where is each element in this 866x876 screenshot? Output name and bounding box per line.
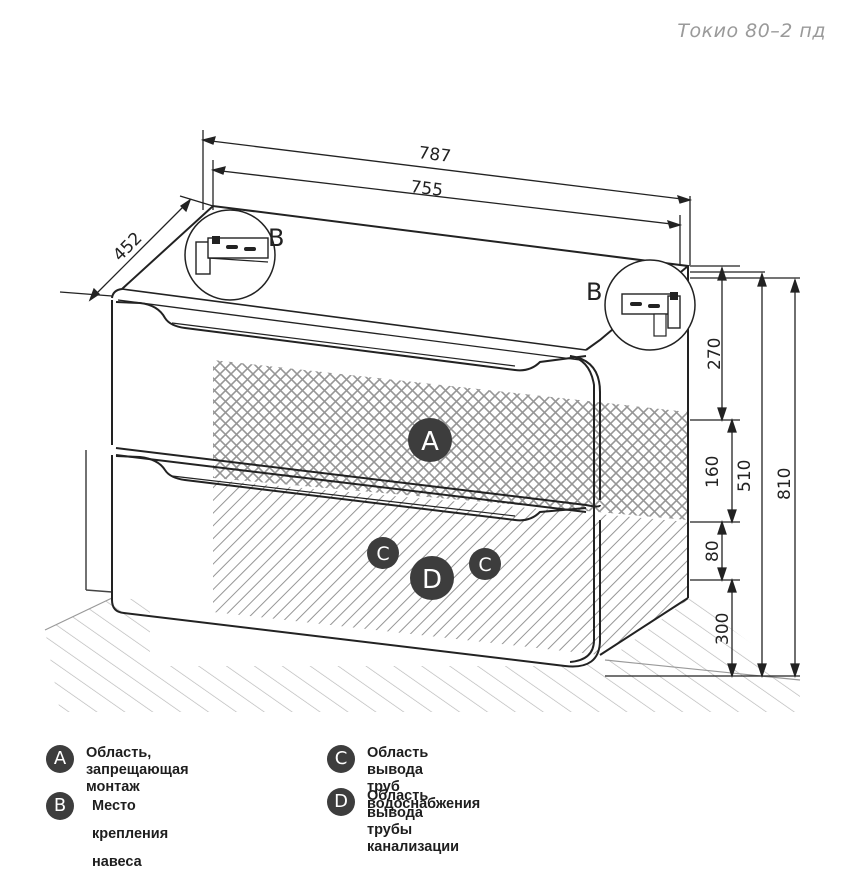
legend-item-d: D Область вывода трубы канализации <box>327 788 459 856</box>
cabinet-body <box>111 204 691 668</box>
model-name: Токио 80–2 пд <box>677 20 826 42</box>
legend-badge-c: C <box>327 745 355 773</box>
legend-badge-a: A <box>46 745 74 773</box>
zone-badge-a: A <box>408 418 452 462</box>
legend-item-a: A Область, запрещающая монтаж <box>46 745 189 796</box>
zone-badge-c-right: C <box>469 548 501 580</box>
legend-item-c: C Область вывода труб водоснабжения <box>327 745 480 813</box>
mark-b-left: B <box>268 224 284 252</box>
legend-text-a: Область, запрещающая монтаж <box>86 745 189 795</box>
svg-text:D: D <box>422 565 442 595</box>
dim-depth: 452 <box>109 228 146 265</box>
legend-item-b: B Место крепления навеса <box>46 792 168 876</box>
dim-middle-zone: 160 <box>703 456 723 488</box>
dimension-lines-top <box>59 130 693 302</box>
svg-text:C: C <box>376 543 389 565</box>
svg-text:C: C <box>478 554 491 576</box>
mount-detail-right <box>604 259 696 351</box>
dimension-lines-right <box>605 265 800 679</box>
dim-combined-height: 510 <box>735 460 755 492</box>
legend-text-d: Область вывода трубы канализации <box>367 788 460 855</box>
legend-text-b: Место крепления навеса <box>92 798 169 870</box>
svg-text:A: A <box>421 427 439 457</box>
mark-b-right: B <box>586 278 602 306</box>
dim-top-zone: 270 <box>705 338 725 370</box>
dim-bottom-zone: 300 <box>713 613 733 645</box>
dim-total-height: 810 <box>775 468 795 500</box>
legend-badge-d: D <box>327 788 355 816</box>
zone-badge-c-left: C <box>367 537 399 569</box>
dim-lower-zone: 80 <box>703 540 723 562</box>
mount-detail-left <box>184 209 276 301</box>
legend-text-c: Область вывода труб водоснабжения <box>367 745 481 812</box>
dim-inner-width: 755 <box>409 177 444 201</box>
zone-badge-d: D <box>410 556 454 600</box>
dim-overall-width: 787 <box>417 143 452 167</box>
legend-badge-b: B <box>46 792 74 820</box>
